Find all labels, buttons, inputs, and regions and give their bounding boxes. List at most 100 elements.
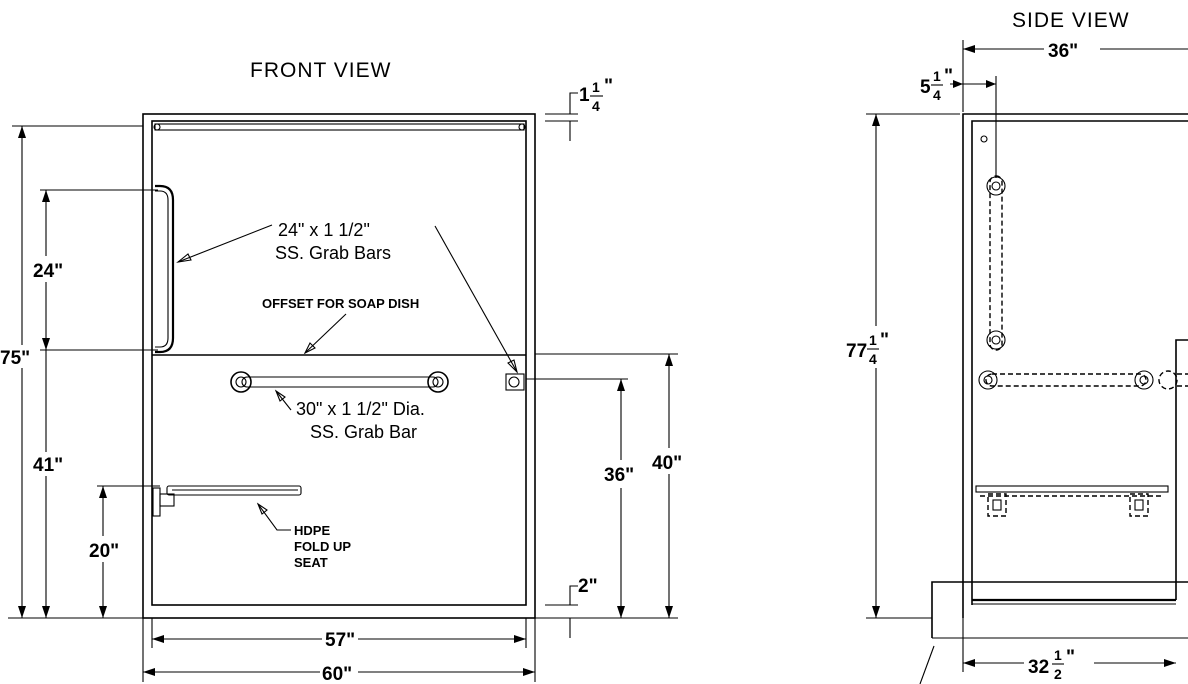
arrow-75-bottom xyxy=(18,606,26,618)
side-seat-bracket-left xyxy=(987,493,1007,517)
side-shell-step xyxy=(1175,339,1188,600)
arrow-60-right xyxy=(523,668,535,676)
offset-soap-dish-label: OFFSET FOR SOAP DISH xyxy=(262,296,419,311)
side-dim-77-num: 1 xyxy=(869,332,877,348)
side-arrow-36-left xyxy=(963,45,975,53)
bar30-label-1: 30" x 1 1/2" Dia. xyxy=(296,399,425,419)
seat-hinge xyxy=(159,493,175,507)
arrow-36-bottom xyxy=(617,606,625,618)
side-hbar-flange-right-inner xyxy=(1139,375,1149,385)
side-base-outline xyxy=(931,581,1188,638)
front-view-title: FRONT VIEW xyxy=(250,59,391,82)
arrow-24-bottom xyxy=(42,338,50,350)
grab-bar-flange-right xyxy=(427,371,449,393)
side-dim-5q-inch: " xyxy=(944,66,953,87)
arrow-40-bottom xyxy=(665,606,673,618)
arrow-20-top xyxy=(99,486,107,498)
seat-label-3: SEAT xyxy=(294,555,328,570)
arrow-60-left xyxy=(143,668,155,676)
side-view-title: SIDE VIEW xyxy=(1012,9,1130,32)
seat-label-1: HDPE xyxy=(294,523,330,538)
front-outer-shell xyxy=(142,113,536,619)
rod-end-right xyxy=(518,123,526,131)
side-seat-top xyxy=(975,485,1169,493)
arrow-57-left xyxy=(152,635,164,643)
side-rod-hole xyxy=(980,135,988,143)
dim-24: 24" xyxy=(33,261,63,282)
arrow-24-top xyxy=(42,190,50,202)
side-dim-77-inch: " xyxy=(880,330,889,351)
seat-label-2: FOLD UP xyxy=(294,539,351,554)
side-hbar-flange-left-inner xyxy=(983,375,993,385)
arrow-seat xyxy=(256,502,268,515)
dim-75: 75" xyxy=(0,348,30,369)
side-shell-inner xyxy=(971,120,1188,605)
leader-1q xyxy=(569,92,578,114)
arrow-75-top xyxy=(18,126,26,138)
side-end-flange xyxy=(1158,370,1178,390)
curtain-rod xyxy=(154,123,525,131)
arrow-57-right xyxy=(514,635,526,643)
dim-40: 40" xyxy=(652,453,682,474)
side-dim-32-num: 1 xyxy=(1054,647,1062,663)
seat-bracket xyxy=(152,487,161,517)
front-inner-shell xyxy=(151,120,527,606)
grab-bar-flange-left xyxy=(230,371,252,393)
side-hbar-flange-right xyxy=(1134,370,1154,390)
fold-up-seat xyxy=(166,485,302,496)
side-dim-36: 36" xyxy=(1048,41,1078,62)
dim-57: 57" xyxy=(325,630,355,651)
side-leader-bottom xyxy=(919,645,935,684)
side-arrow-32-left xyxy=(963,659,975,667)
side-dim-5q-whole: 5 xyxy=(920,77,931,98)
side-seat-bracket-right-inner xyxy=(1134,499,1144,511)
end-grab-bar-flange xyxy=(508,376,520,388)
side-shell-outer xyxy=(962,113,1188,618)
side-seat-bracket-left-inner xyxy=(992,499,1002,511)
side-dim-32-inch: " xyxy=(1066,647,1075,668)
arrow-36-top xyxy=(617,379,625,391)
arrow-soap-dish xyxy=(303,342,316,355)
dim-60: 60" xyxy=(322,664,352,684)
leader-2 xyxy=(569,585,578,605)
arrow-bar30 xyxy=(274,389,286,402)
grab-bars-label-1: 24" x 1 1/2" xyxy=(278,220,370,240)
bar30-label-2: SS. Grab Bar xyxy=(310,422,417,442)
end-grab-bar-section xyxy=(505,373,525,391)
side-arrow-32-right xyxy=(1164,659,1176,667)
side-vertical-grab-bar xyxy=(989,175,1003,351)
dim-2: 2" xyxy=(578,576,598,597)
grab-bars-label-2: SS. Grab Bars xyxy=(275,243,391,263)
side-horizontal-grab-bar xyxy=(985,373,1147,387)
arrow-20-bottom xyxy=(99,606,107,618)
side-vbar-flange-bottom-inner xyxy=(991,335,1001,345)
side-hbar-flange-left xyxy=(978,370,998,390)
leader-grab-bars-right xyxy=(434,225,518,373)
grab-bar-flange-left-inner xyxy=(235,376,247,388)
rod-end-left xyxy=(153,123,161,131)
dim-20: 20" xyxy=(89,541,119,562)
side-arrow-5q-left xyxy=(953,80,963,88)
side-vbar-flange-top xyxy=(986,176,1006,196)
leader-bar30 xyxy=(275,390,292,411)
dim-1q-whole: 1 xyxy=(579,85,590,106)
dim-41: 41" xyxy=(33,455,63,476)
dim-1q-den: 4 xyxy=(592,98,600,114)
arrow-40-top xyxy=(665,354,673,366)
side-dim-5q-den: 4 xyxy=(933,87,941,103)
side-dim-32-den: 2 xyxy=(1054,666,1062,682)
dim-1q-inch: " xyxy=(604,76,613,97)
horizontal-grab-bar xyxy=(241,376,439,388)
dim-1q-num: 1 xyxy=(592,79,600,95)
vertical-grab-bar xyxy=(155,184,175,354)
leader-soap-dish xyxy=(304,313,347,354)
side-dim-32-whole: 32 xyxy=(1028,657,1049,678)
leader-grab-bars-left xyxy=(177,224,273,263)
dim-36-front: 36" xyxy=(604,465,634,486)
side-vbar-flange-bottom xyxy=(986,330,1006,350)
arrow-41-bottom xyxy=(42,606,50,618)
arrow-grab-bars-left xyxy=(176,253,192,263)
side-dim-77-den: 4 xyxy=(869,351,877,367)
side-dim-5q-num: 1 xyxy=(933,68,941,84)
